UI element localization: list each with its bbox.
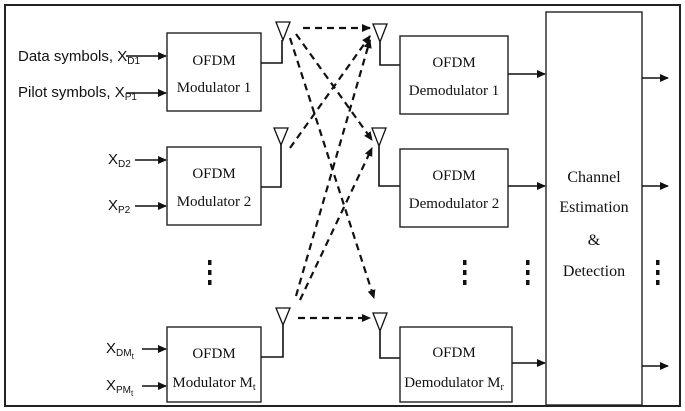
tx-antenna-mt — [275, 307, 291, 327]
rx-antenna-mr — [372, 312, 388, 333]
demodulator-2-title: OFDM — [432, 168, 475, 184]
estimator-line-2: Estimation — [559, 199, 628, 216]
input-pilot-symbols-label: Pilot symbols, XP1 — [18, 84, 137, 103]
modulator-mt-name: Modulator Mt — [172, 375, 255, 393]
channel-estimation-detection-block: Channel Estimation & Detection — [545, 11, 643, 406]
diagram-frame — [4, 4, 681, 407]
tx-antenna-2 — [273, 127, 289, 147]
modulator-mt-title: OFDM — [192, 346, 235, 362]
ellipsis-modulators — [208, 260, 212, 285]
input-xdm-label: XDMt — [106, 340, 135, 361]
modulator-1-title: OFDM — [192, 53, 235, 69]
channel-tx2-rx1 — [289, 35, 371, 149]
demodulator-mr-name: Demodulator Mr — [404, 375, 504, 393]
modulator-mt: OFDM Modulator Mt — [166, 326, 262, 403]
modulator-2-title: OFDM — [192, 166, 235, 182]
input-xp2-label: XP2 — [108, 197, 131, 216]
svg-text:XDMt: XDMt — [106, 340, 135, 361]
input-xd2-label: XD2 — [108, 151, 131, 170]
demodulator-mr-title: OFDM — [432, 345, 475, 361]
estimator-line-4: Detection — [563, 263, 625, 280]
ellipsis-outputs — [656, 260, 660, 285]
modulator-1-name: Modulator 1 — [177, 80, 252, 96]
rx-antenna-1 — [372, 23, 388, 44]
svg-text:Pilot symbols, XP1: Pilot symbols, XP1 — [18, 84, 137, 103]
modulator-2-name: Modulator 2 — [177, 194, 252, 210]
input-data-symbols-label: Data symbols, XD1 — [18, 48, 140, 67]
channel-txm-rx2 — [299, 147, 373, 301]
input-xpm-label: XPMt — [106, 377, 134, 398]
demodulator-1: OFDM Demodulator 1 — [399, 35, 509, 115]
rx-antenna-2 — [371, 127, 387, 148]
demodulator-1-name: Demodulator 1 — [409, 83, 499, 99]
wire-rxm-to-demodm — [379, 331, 400, 359]
wire-rx2-to-demod2 — [378, 146, 400, 187]
ellipsis-estimator-inputs — [526, 260, 530, 285]
modulator-2: OFDM Modulator 2 — [166, 146, 262, 226]
channel-txm-rx1 — [294, 39, 372, 297]
demodulator-2-name: Demodulator 2 — [409, 196, 499, 212]
wire-rx1-to-demod1 — [379, 42, 400, 66]
demodulator-2: OFDM Demodulator 2 — [399, 148, 509, 228]
demodulator-1-title: OFDM — [432, 55, 475, 71]
demodulator-mr: OFDM Demodulator Mr — [399, 326, 513, 403]
estimator-line-1: Channel — [567, 169, 621, 186]
wire-modm-to-txm — [261, 325, 284, 358]
modulator-1: OFDM Modulator 1 — [166, 32, 262, 112]
tx-antenna-1 — [275, 21, 291, 42]
svg-text:XD2: XD2 — [108, 151, 131, 170]
wire-mod2-to-tx2 — [261, 145, 282, 188]
ellipsis-demodulators — [463, 260, 467, 285]
wire-mod1-to-tx1 — [261, 40, 283, 64]
svg-text:Data symbols, XD1: Data symbols, XD1 — [18, 48, 140, 67]
svg-text:XPMt: XPMt — [106, 377, 134, 398]
estimator-line-3: & — [588, 232, 601, 249]
svg-text:XP2: XP2 — [108, 197, 131, 216]
